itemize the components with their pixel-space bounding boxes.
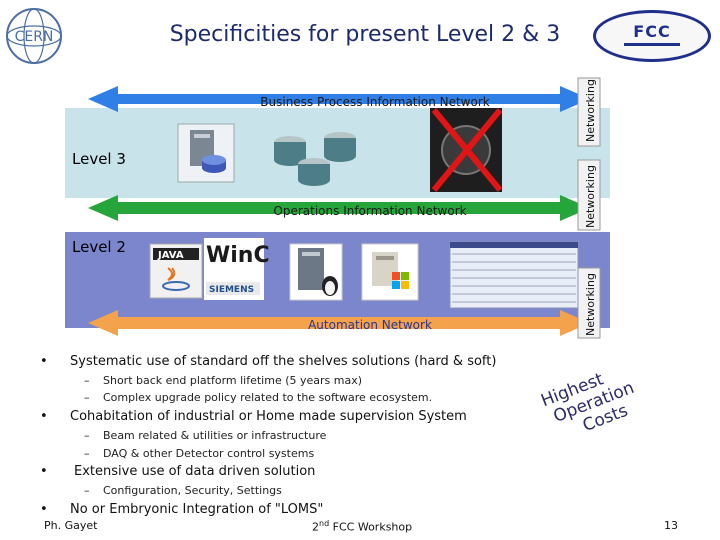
networking-label-1: Networking <box>584 79 597 142</box>
java-badge: JAVA <box>157 250 184 261</box>
footer-workshop: 2nd FCC Workshop <box>312 519 412 534</box>
fcc-logo: FCC <box>593 10 711 62</box>
page-number: 13 <box>664 519 678 532</box>
winccoa-siemens-icon <box>204 238 264 300</box>
bullet-2-sub-2: DAQ & other Detector control systems <box>103 447 315 460</box>
bullet-1-sub-1: Short back end platform lifetime (5 year… <box>103 374 363 387</box>
page-title: Specificities for present Level 2 & 3 <box>169 22 561 47</box>
bullet-2-sub-1: Beam related & utilities or infrastructu… <box>103 429 327 442</box>
fcc-logo-text: FCC <box>633 22 671 41</box>
operations-network-arrow <box>88 195 590 221</box>
crossed-out-dashboard-icon <box>430 108 503 192</box>
siemens-text: SIEMENS <box>209 285 254 295</box>
dash: – <box>84 374 90 387</box>
bullet-dot: • <box>40 464 48 479</box>
winc-text: WinC <box>206 243 270 268</box>
footer-workshop-sup: nd <box>319 519 330 528</box>
bullet-dot: • <box>40 354 48 369</box>
dash: – <box>84 429 90 442</box>
scada-table-screenshot-icon <box>449 241 579 309</box>
bullet-3: Extensive use of data driven solution <box>74 464 316 479</box>
automation-network-label: Automation Network <box>308 318 432 332</box>
automation-network-arrow <box>88 310 590 336</box>
networking-box-2 <box>577 159 601 231</box>
bullet-4: No or Embryonic Integration of "LOMS" <box>70 502 324 517</box>
level3-label: Level 3 <box>72 150 126 168</box>
dash: – <box>84 391 90 404</box>
java-icon <box>149 243 203 299</box>
bullet-dot: • <box>40 502 48 517</box>
footer-author: Ph. Gayet <box>44 519 98 532</box>
bullet-dot: • <box>40 409 48 424</box>
bullet-3-sub-1: Configuration, Security, Settings <box>103 484 282 497</box>
networking-label-3: Networking <box>584 273 597 336</box>
bullet-1-sub-2: Complex upgrade policy related to the so… <box>103 391 433 404</box>
linux-server-icon <box>289 243 343 301</box>
networking-box-1 <box>577 77 601 147</box>
bullet-2: Cohabitation of industrial or Home made … <box>70 409 467 424</box>
dash: – <box>84 447 90 460</box>
business-network-label: Business Process Information Network <box>260 95 490 109</box>
operations-network-label: Operations Information Network <box>273 204 467 218</box>
footer-workshop-rest: FCC Workshop <box>329 520 413 534</box>
cern-logo: CERN <box>6 8 62 64</box>
database-cluster-icon <box>274 132 356 186</box>
fcc-logo-bar <box>624 43 680 46</box>
server-database-icon <box>177 123 235 183</box>
footer-workshop-num: 2 <box>312 520 319 534</box>
networking-label-2: Networking <box>584 165 597 228</box>
windows-server-icon <box>361 243 419 301</box>
business-network-arrow <box>88 86 590 112</box>
level2-label: Level 2 <box>72 238 126 256</box>
cern-logo-text: CERN <box>15 29 54 45</box>
bullet-1: Systematic use of standard off the shelv… <box>70 354 497 369</box>
dash: – <box>84 484 90 497</box>
